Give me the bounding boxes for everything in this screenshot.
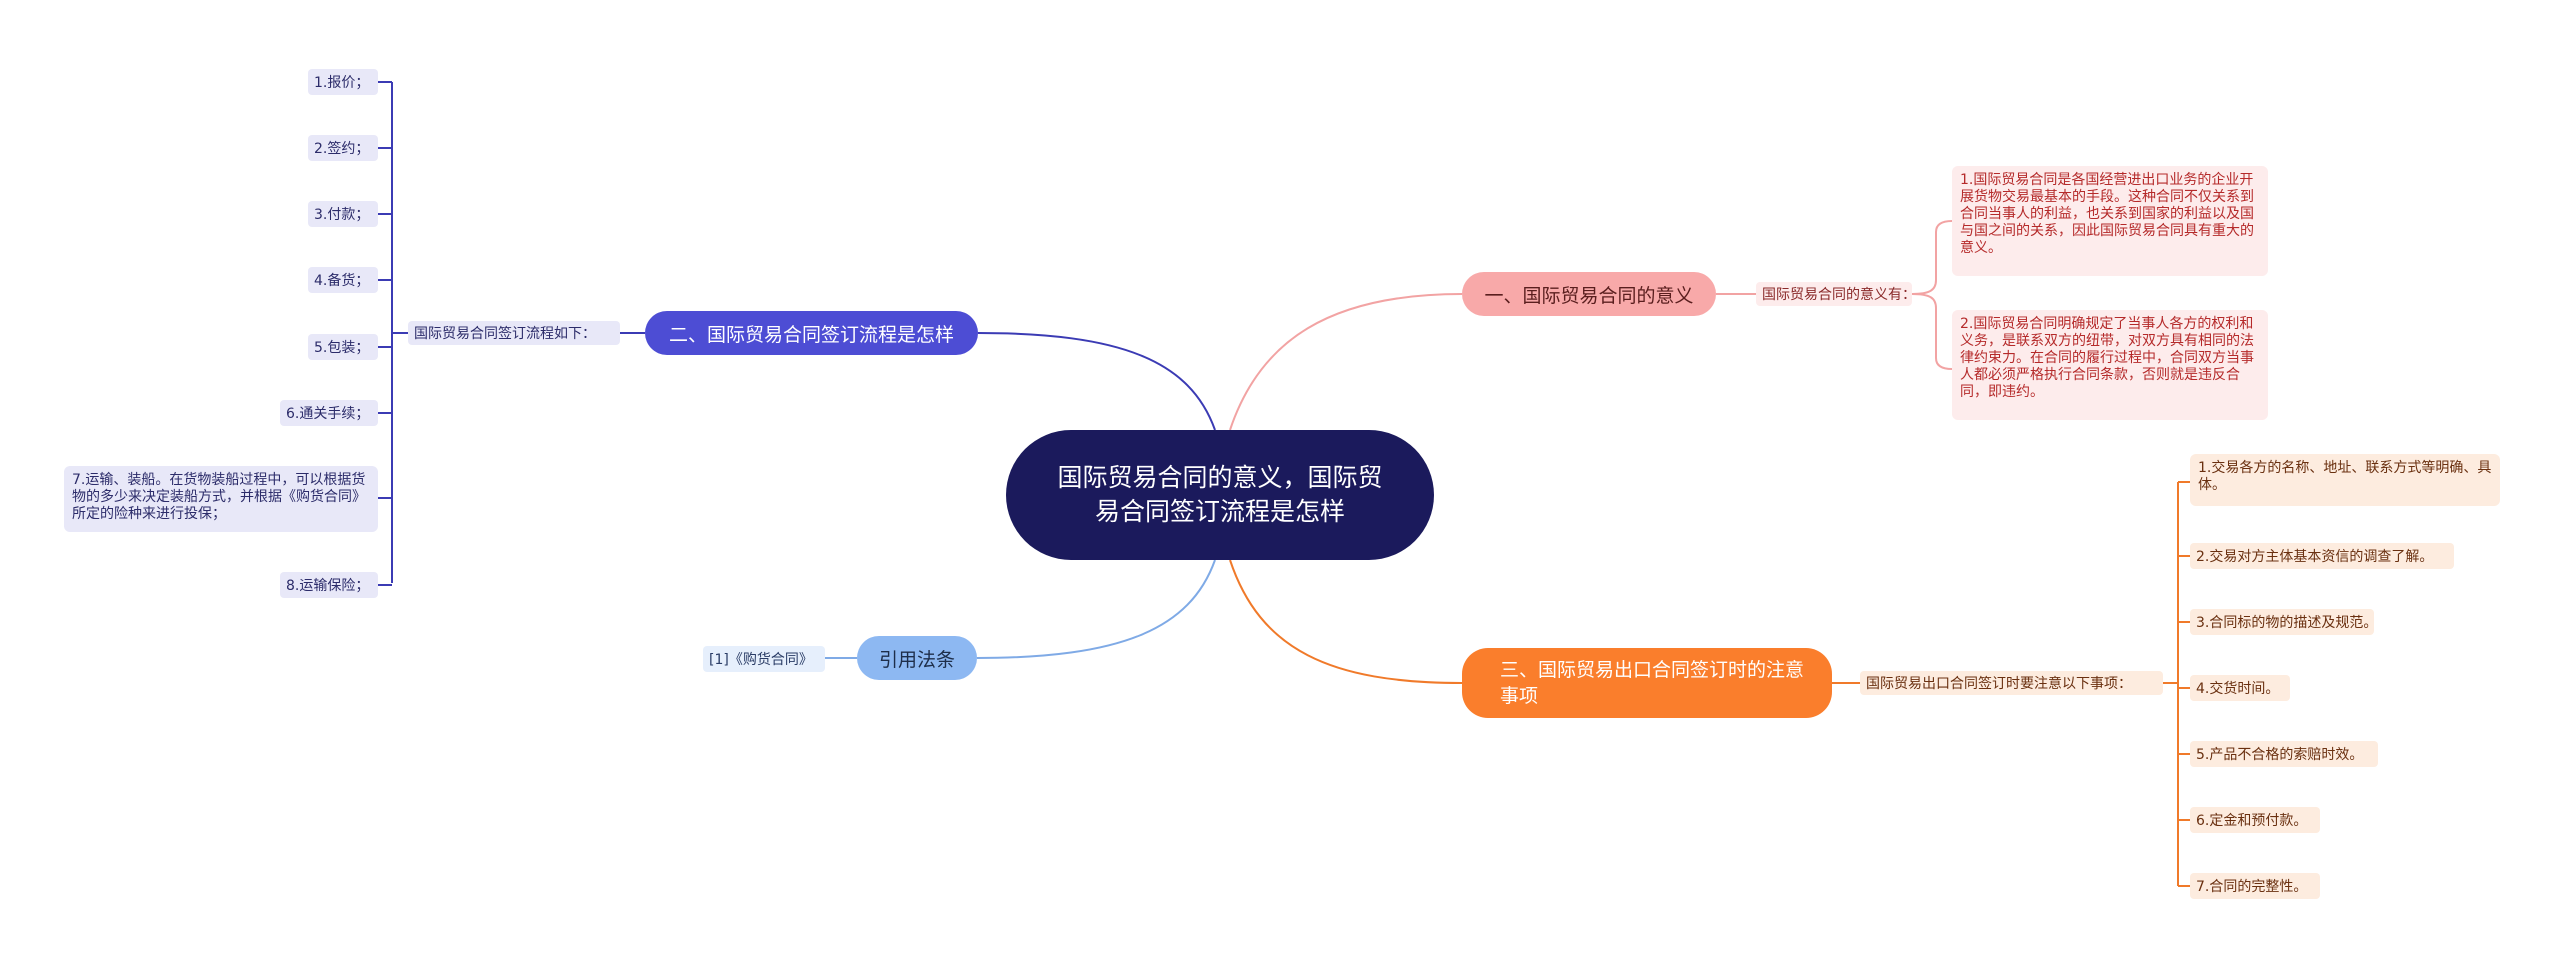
- meaning-item-1[interactable]: 1.国际贸易合同是各国经营进出口业务的企业开展货物交易最基本的手段。这种合同不仅…: [1952, 166, 2268, 276]
- root-topic[interactable]: 国际贸易合同的意义，国际贸易合同签订流程是怎样: [1006, 430, 1434, 560]
- branch-meaning-label: 一、国际贸易合同的意义: [1484, 284, 1694, 307]
- branch-process[interactable]: 二、国际贸易合同签订流程是怎样: [645, 311, 978, 355]
- process-item-8[interactable]: 8.运输保险；: [280, 572, 378, 598]
- branch-process-label: 二、国际贸易合同签订流程是怎样: [668, 323, 954, 346]
- link-root-notes: [1229, 559, 1463, 684]
- root-topic-label: 国际贸易合同的意义，国际贸易合同签订流程是怎样: [1057, 463, 1383, 526]
- notes-item-7[interactable]: 7.合同的完整性。: [2190, 873, 2320, 899]
- notes-sub-label[interactable]: 国际贸易出口合同签订时要注意以下事项：: [1860, 671, 2163, 695]
- branch-refs[interactable]: 引用法条: [857, 636, 977, 680]
- meaning-sub-label[interactable]: 国际贸易合同的意义有：: [1756, 282, 1916, 306]
- link-root-meaning: [1229, 293, 1463, 431]
- process-item-7[interactable]: 7.运输、装船。在货物装船过程中，可以根据货物的多少来决定装船方式，并根据《购货…: [64, 466, 378, 532]
- process-item-5[interactable]: 5.包装；: [308, 334, 378, 360]
- notes-item-5[interactable]: 5.产品不合格的索赔时效。: [2190, 741, 2378, 767]
- link-root-process: [977, 332, 1216, 431]
- notes-item-3[interactable]: 3.合同标的物的描述及规范。: [2190, 609, 2377, 635]
- notes-item-1[interactable]: 1.交易各方的名称、地址、联系方式等明确、具体。: [2190, 454, 2500, 506]
- branch-meaning[interactable]: 一、国际贸易合同的意义: [1462, 272, 1716, 316]
- branch-refs-label: 引用法条: [878, 648, 955, 671]
- branch-notes[interactable]: 三、国际贸易出口合同签订时的注意事项: [1462, 648, 1832, 718]
- notes-item-6[interactable]: 6.定金和预付款。: [2190, 807, 2320, 833]
- process-item-4[interactable]: 4.备货；: [308, 267, 378, 293]
- meaning-item-2[interactable]: 2.国际贸易合同明确规定了当事人各方的权利和义务，是联系双方的纽带，对双方具有相…: [1952, 310, 2268, 420]
- refs-item-1[interactable]: [1]《购货合同》: [703, 646, 825, 672]
- notes-item-2[interactable]: 2.交易对方主体基本资信的调查了解。: [2190, 543, 2454, 569]
- process-item-6[interactable]: 6.通关手续；: [280, 400, 378, 426]
- process-item-3[interactable]: 3.付款；: [308, 201, 378, 227]
- process-item-1[interactable]: 1.报价；: [308, 69, 378, 95]
- process-item-2[interactable]: 2.签约；: [308, 135, 378, 161]
- branch-notes-label: 三、国际贸易出口合同签订时的注意事项: [1500, 659, 1805, 707]
- link-root-refs: [976, 559, 1216, 659]
- notes-item-4[interactable]: 4.交货时间。: [2190, 675, 2290, 701]
- process-sub-label[interactable]: 国际贸易合同签订流程如下：: [408, 321, 620, 345]
